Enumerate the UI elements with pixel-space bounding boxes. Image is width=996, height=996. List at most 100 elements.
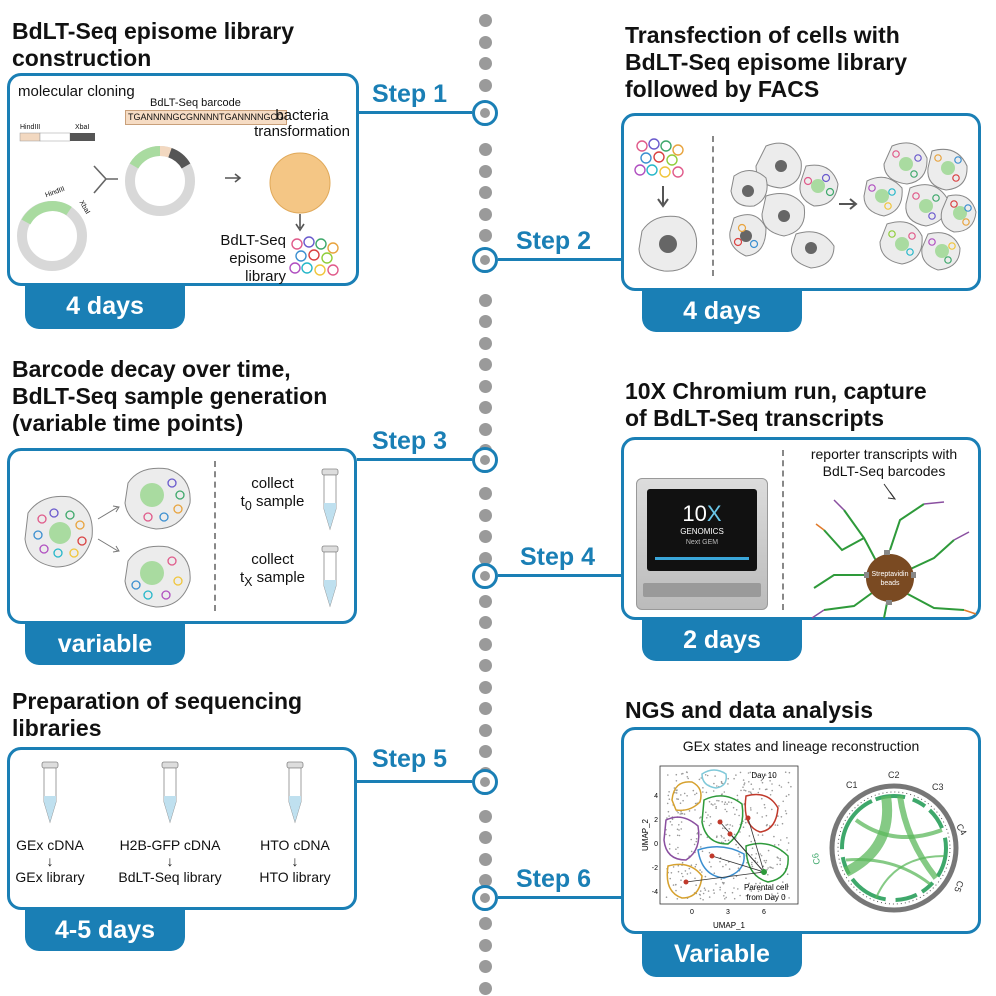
- timeline-dot: [479, 724, 492, 737]
- bacteria-line1: bacteria: [275, 107, 329, 124]
- chromium-device: 10X GENOMICS Next GEM: [636, 478, 768, 610]
- umap-point: [769, 780, 771, 782]
- umap-point: [703, 887, 706, 889]
- umap-point: [721, 881, 724, 884]
- umap-point: [667, 794, 670, 797]
- umap-point: [702, 791, 704, 793]
- step3-title-line1: Barcode decay over time,: [12, 356, 291, 382]
- step6-duration-badge: Variable: [642, 933, 802, 977]
- umap-point: [665, 833, 667, 836]
- umap-point: [772, 774, 774, 777]
- umap-point: [786, 837, 788, 839]
- arrow-down-icon-2: [657, 186, 669, 208]
- umap-point: [744, 789, 747, 792]
- barcode-sequence: TGANNNNGCGNNNNTGANNNNGCG: [125, 110, 287, 125]
- umap-point: [672, 884, 675, 886]
- umap-point: [750, 809, 752, 811]
- timeline-dot: [479, 509, 492, 522]
- umap-point: [667, 810, 670, 813]
- timeline-dot: [479, 939, 492, 952]
- umap-xlabel: UMAP_1: [713, 921, 746, 930]
- parental-line2: from Day 0: [746, 893, 786, 902]
- umap-point: [675, 789, 678, 792]
- umap-point: [722, 865, 724, 868]
- umap-point: [720, 834, 722, 837]
- umap-point: [767, 867, 769, 869]
- step5-duration-badge: 4-5 days: [25, 909, 185, 951]
- umap-point: [678, 829, 680, 831]
- umap-point: [749, 807, 752, 809]
- timeline-dot: [479, 208, 492, 221]
- umap-point: [694, 802, 697, 805]
- umap-point: [739, 831, 741, 833]
- umap-point: [667, 774, 669, 776]
- step6-connector: [498, 896, 621, 899]
- umap-point: [763, 859, 766, 862]
- step2-label: Step 2: [516, 227, 592, 255]
- umap-point: [680, 821, 683, 823]
- collect-t0-line2: t0 sample: [230, 493, 315, 515]
- step2-node: [472, 247, 498, 273]
- timeline-dot: [479, 982, 492, 995]
- umap-point: [731, 825, 734, 827]
- branch-arrows: [97, 505, 120, 553]
- timeline-dot: [479, 745, 492, 758]
- step5-label: Step 5: [372, 745, 448, 773]
- umap-point: [738, 853, 740, 855]
- umap-point: [690, 864, 693, 866]
- library-label: GEx library: [15, 869, 85, 885]
- tx-subscript: X: [244, 575, 253, 589]
- umap-point: [754, 857, 757, 860]
- collect-tx-label: collect tX sample: [230, 551, 315, 591]
- bead-label-line2: beads: [880, 580, 900, 587]
- umap-point: [751, 865, 754, 868]
- umap-point: [745, 821, 747, 824]
- umap-point: [732, 806, 735, 809]
- umap-ytick-m4: -4: [652, 889, 658, 896]
- umap-point: [773, 844, 776, 846]
- umap-point: [720, 780, 723, 783]
- umap-point: [680, 794, 682, 796]
- ligation-arrow: [93, 165, 118, 194]
- tx-prefix: t: [239, 569, 245, 586]
- transfected-cells-cluster: [729, 142, 839, 269]
- umap-point: [676, 898, 679, 900]
- arrow-down-icon: [295, 214, 305, 232]
- timeline-dot: [479, 229, 492, 242]
- umap-point: [680, 886, 682, 888]
- umap-point: [767, 873, 769, 876]
- umap-point: [788, 771, 791, 774]
- umap-point: [682, 875, 684, 878]
- umap-ylabel: UMAP_2: [641, 818, 650, 851]
- clone-label-c4: C4: [954, 822, 968, 837]
- umap-point: [757, 791, 760, 794]
- umap-point: [678, 824, 680, 826]
- umap-point: [694, 793, 696, 796]
- umap-point: [780, 816, 783, 818]
- umap-point: [748, 888, 751, 891]
- umap-point: [707, 890, 710, 892]
- device-logo: 10X: [647, 503, 757, 525]
- umap-point: [700, 816, 702, 818]
- umap-point: [712, 804, 714, 806]
- library-label: HTO library: [259, 869, 331, 885]
- step4-title-line2: of BdLT-Seq transcripts: [625, 405, 884, 431]
- timeline-dot: [479, 702, 492, 715]
- timeline-dot: [479, 530, 492, 543]
- umap-point: [676, 798, 678, 800]
- umap-point: [705, 811, 707, 814]
- device-nextgem: Next GEM: [685, 539, 719, 546]
- umap-point: [725, 824, 727, 826]
- umap-point: [724, 839, 727, 842]
- step4-duration-badge: 2 days: [642, 619, 802, 661]
- umap-point: [704, 875, 707, 878]
- umap-point: [722, 827, 724, 829]
- umap-point: [782, 800, 784, 803]
- umap-point: [740, 789, 742, 792]
- umap-point: [765, 814, 768, 817]
- step1-node: [472, 100, 498, 126]
- umap-point: [714, 803, 716, 805]
- bacteria-label: bacteria transformation: [252, 108, 352, 140]
- umap-point: [677, 798, 679, 800]
- umap-point: [706, 817, 708, 819]
